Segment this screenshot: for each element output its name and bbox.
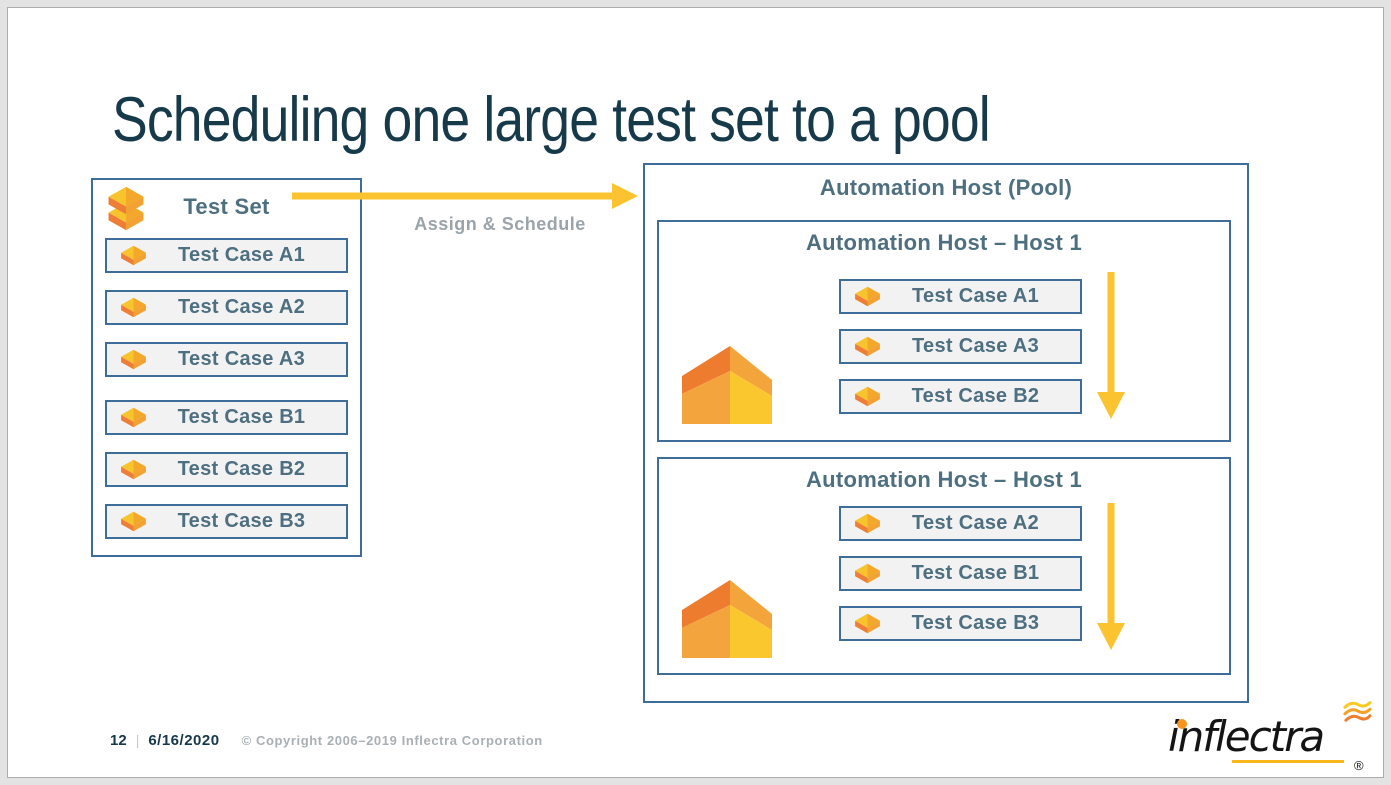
test-case-row: Test Case A1 (105, 238, 348, 273)
test-case-label: Test Case B2 (911, 385, 1040, 407)
arrow-down-icon (1097, 503, 1125, 650)
host-test-case-rows: Test Case A1 Test Case A3 Test Case B2 (839, 279, 1082, 414)
test-case-label: Test Case A1 (178, 244, 305, 266)
stacked-boxes-icon (108, 186, 144, 231)
box-icon (855, 286, 880, 307)
arrow-down-icon (1097, 272, 1125, 419)
page-number: 12 (110, 732, 127, 749)
box-icon (855, 386, 880, 407)
footer: 12 | 6/16/2020 © Copyright 2006–2019 Inf… (110, 732, 543, 749)
test-case-label: Test Case A2 (178, 296, 305, 318)
box-icon (855, 513, 880, 534)
host-title: Automation Host – Host 1 (805, 467, 1083, 492)
test-case-label: Test Case B1 (177, 406, 306, 428)
test-case-row: Test Case B3 (839, 606, 1082, 641)
logo-underline (1232, 760, 1344, 763)
flame-icon (1343, 701, 1372, 722)
test-case-row: Test Case B2 (105, 452, 348, 487)
footer-date: 6/16/2020 (148, 732, 220, 749)
slide: Scheduling one large test set to a pool … (7, 7, 1384, 778)
test-case-label: Test Case A2 (912, 512, 1039, 534)
test-case-row: Test Case A1 (839, 279, 1082, 314)
copyright-text: © Copyright 2006–2019 Inflectra Corporat… (241, 733, 543, 748)
box-icon (121, 459, 146, 480)
test-case-label: Test Case B3 (911, 612, 1040, 634)
host-title: Automation Host – Host 1 (805, 230, 1083, 255)
test-set-panel-title: Test Set (183, 194, 270, 219)
test-set-rows: Test Case A1 Test Case A2 Test Case A3 (105, 238, 348, 539)
inflectra-logo: inflectra ® (1168, 698, 1383, 778)
box-icon (121, 349, 146, 370)
box-icon (855, 563, 880, 584)
assign-schedule-label: Assign & Schedule (414, 214, 586, 234)
test-case-row: Test Case A2 (105, 290, 348, 325)
test-case-label: Test Case A3 (178, 348, 305, 370)
box-icon (121, 297, 146, 318)
test-case-label: Test Case B1 (911, 562, 1040, 584)
box-icon (121, 511, 146, 532)
test-case-row: Test Case B1 (839, 556, 1082, 591)
test-case-label: Test Case A3 (912, 335, 1039, 357)
automation-host-box: Automation Host – Host 1 Test Case A2 (657, 457, 1231, 675)
automation-host-pool-panel: Automation Host (Pool) Automation Host –… (643, 163, 1249, 703)
box-icon (855, 336, 880, 357)
automation-host-box: Automation Host – Host 1 Test Case A1 (657, 220, 1231, 442)
test-case-label: Test Case A1 (912, 285, 1039, 307)
page-title: Scheduling one large test set to a pool (112, 85, 991, 155)
test-case-row: Test Case A3 (105, 342, 348, 377)
test-case-row: Test Case A2 (839, 506, 1082, 541)
logo-wordmark: inflectra (1168, 712, 1325, 761)
footer-separator: | (135, 732, 140, 748)
arrow-right-icon (292, 183, 638, 209)
test-case-label: Test Case B3 (177, 510, 306, 532)
box-icon (121, 245, 146, 266)
test-case-row: Test Case B1 (105, 400, 348, 435)
test-case-row: Test Case B3 (105, 504, 348, 539)
test-case-label: Test Case B2 (177, 458, 306, 480)
test-case-row: Test Case B2 (839, 379, 1082, 414)
logo-i-dot (1177, 719, 1187, 729)
box-icon (855, 613, 880, 634)
test-set-panel: Test Set Test Case A1 Test Case A2 (91, 178, 362, 557)
pool-panel-title: Automation Host (Pool) (819, 175, 1073, 200)
house-icon (682, 580, 772, 658)
box-icon (121, 407, 146, 428)
host-test-case-rows: Test Case A2 Test Case B1 Test Case B3 (839, 506, 1082, 641)
test-case-row: Test Case A3 (839, 329, 1082, 364)
house-icon (682, 346, 772, 424)
registered-trademark: ® (1354, 758, 1364, 773)
